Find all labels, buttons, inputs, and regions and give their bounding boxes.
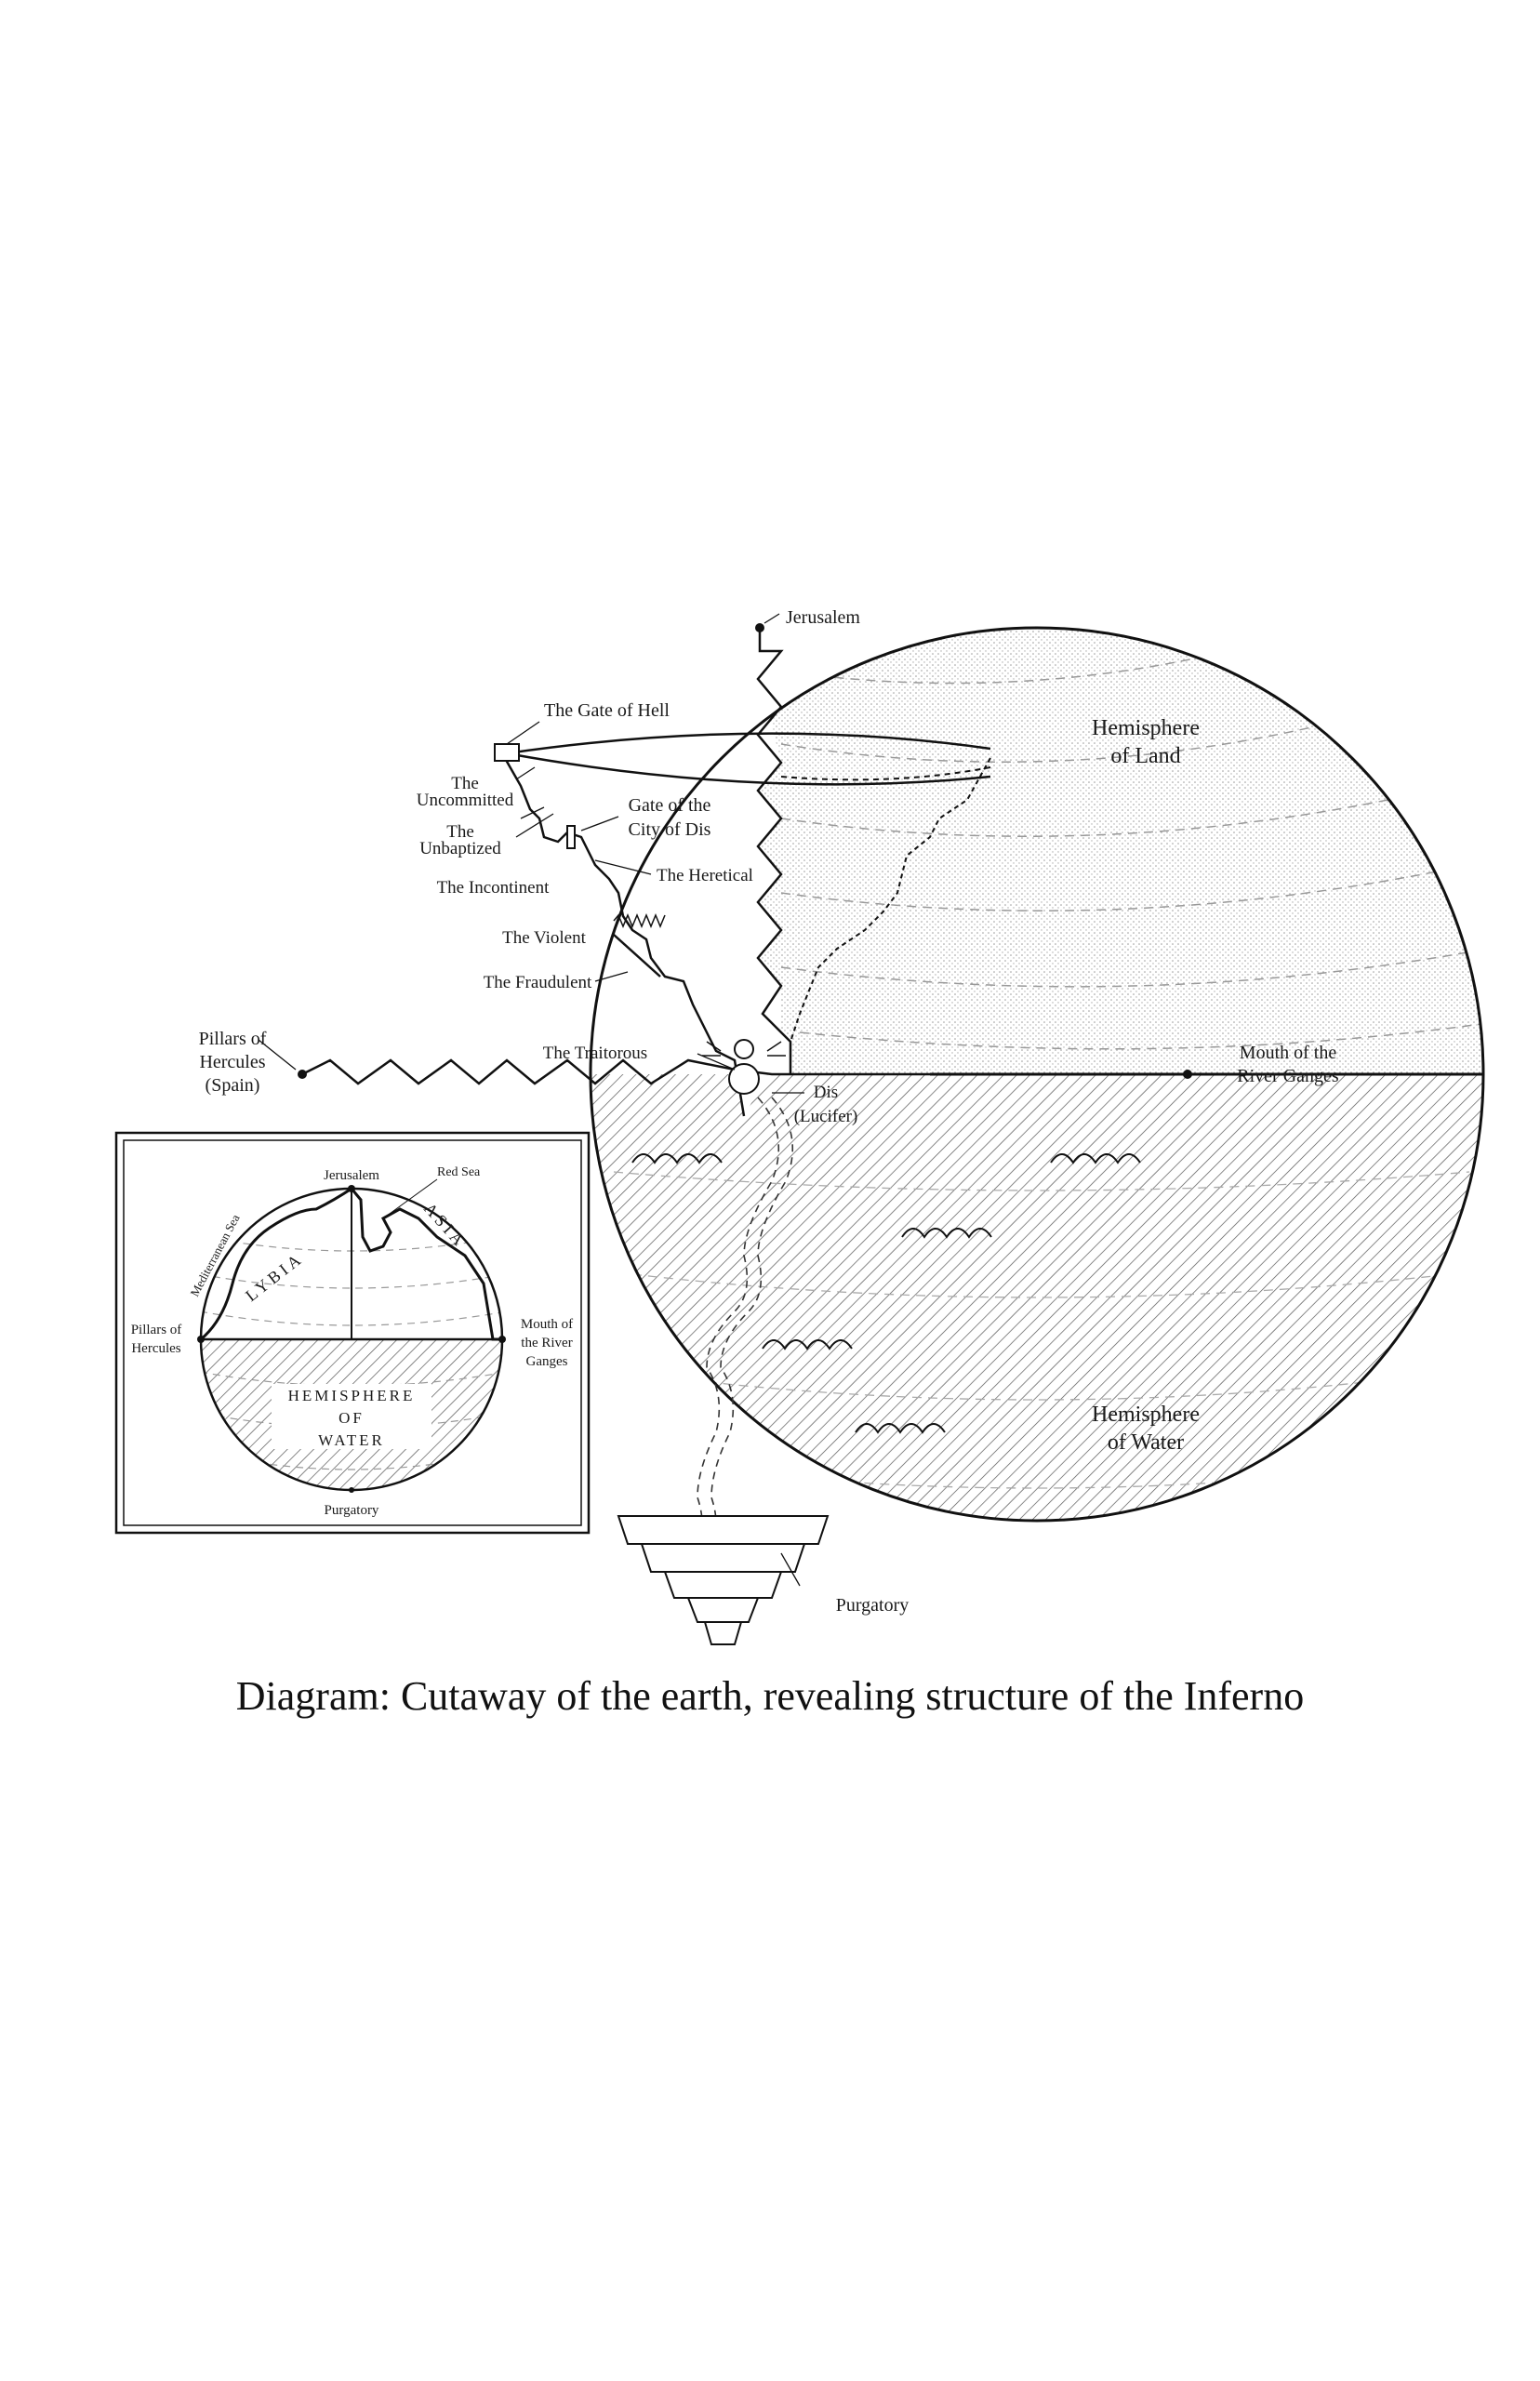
inset-mouth-label-3: Ganges (526, 1354, 568, 1369)
ganges-point (1183, 1070, 1192, 1079)
uncommitted-label-2: Uncommitted (417, 791, 514, 810)
gate-of-hell-icon (494, 743, 520, 762)
heretical-label: The Heretical (657, 866, 753, 885)
river-path-a (697, 1097, 780, 1545)
inset-landmass (200, 1187, 502, 1341)
inset-pillars-point (197, 1336, 205, 1343)
uncommitted-label-1: The (451, 774, 479, 793)
dis-label-1: Dis (814, 1083, 838, 1102)
traitorous-label: The Traitorous (543, 1044, 647, 1063)
violent-label: The Violent (502, 928, 587, 948)
inset-mouth-label-1: Mouth of (521, 1317, 573, 1332)
lucifer-icon (702, 1039, 786, 1095)
inset-hemisphere-label-3: WATER (318, 1431, 385, 1449)
unbaptized-label-2: Unbaptized (419, 839, 501, 858)
inset-mouth-label-2: the River (521, 1336, 572, 1350)
fraudulent-icon (613, 934, 661, 978)
crust-line (756, 628, 792, 1074)
water-hemisphere-hatching (591, 1074, 1483, 1521)
unbaptized-label-1: The (446, 822, 474, 842)
equator-jagged (301, 1058, 930, 1085)
fraudulent-label: The Fraudulent (484, 973, 592, 992)
gate-ellipse-front (506, 752, 991, 786)
inset-pillars-label-1: Pillars of (131, 1323, 182, 1337)
inset-jerusalem-label: Jerusalem (324, 1168, 379, 1183)
incontinent-label: The Incontinent (437, 878, 551, 898)
gate-of-dis-label-2: City of Dis (629, 819, 711, 840)
inferno-near-wall (500, 752, 746, 1117)
inset-map: Jerusalem Red Sea Mediterranean Sea LYBI… (114, 1131, 591, 1535)
inset-red-sea-leader (382, 1178, 438, 1219)
inset-purgatory-label: Purgatory (325, 1503, 379, 1518)
land-stipple (758, 628, 1483, 1074)
pillars-label-2: Hercules (199, 1052, 265, 1072)
purgatory-label: Purgatory (836, 1595, 909, 1616)
pillars-point (298, 1070, 307, 1079)
hemisphere-water-label-1: Hemisphere (1092, 1403, 1200, 1427)
diagram-caption: Diagram: Cutaway of the earth, revealing… (235, 1673, 1305, 1719)
inset-jerusalem-point (348, 1185, 355, 1192)
inset-red-sea-label: Red Sea (437, 1165, 481, 1179)
hemisphere-water-label-2: of Water (1108, 1430, 1184, 1455)
inset-ganges-point (498, 1336, 506, 1343)
wave-symbols (631, 1153, 1141, 1434)
leader-lines (258, 613, 1218, 1587)
water-strata (613, 1171, 1470, 1489)
pillars-label-1: Pillars of (199, 1029, 267, 1049)
inset-inner-frame (123, 1139, 582, 1526)
inset-hemisphere-label-1: HEMISPHERE (288, 1387, 416, 1404)
gate-ellipse-dashed (780, 766, 991, 781)
gate-of-dis-icon (566, 825, 576, 849)
inset-purgatory-point (349, 1487, 354, 1493)
jerusalem-point (755, 623, 764, 632)
inset-hemisphere-label-2: OF (339, 1409, 365, 1427)
violent-spring-icon (613, 913, 666, 928)
river-path-b (710, 1097, 794, 1545)
dis-label-2: (Lucifer) (794, 1107, 858, 1126)
hemisphere-land-label-2: of Land (1110, 744, 1180, 768)
mouth-label-2: River Ganges (1237, 1066, 1339, 1086)
pillars-label-3: (Spain) (206, 1075, 260, 1096)
inferno-far-wall (790, 757, 991, 1043)
gate-of-hell-label: The Gate of Hell (544, 700, 670, 721)
jerusalem-label: Jerusalem (786, 607, 860, 628)
hemisphere-land-label-1: Hemisphere (1092, 716, 1200, 740)
inset-pillars-label-2: Hercules (131, 1341, 180, 1356)
gate-ellipse-top (506, 732, 991, 755)
inset-water-label-bg (272, 1384, 431, 1449)
purgatory-mountain (617, 1515, 830, 1645)
mouth-label-1: Mouth of the (1240, 1043, 1337, 1063)
gate-of-dis-label-1: Gate of the (629, 795, 711, 816)
